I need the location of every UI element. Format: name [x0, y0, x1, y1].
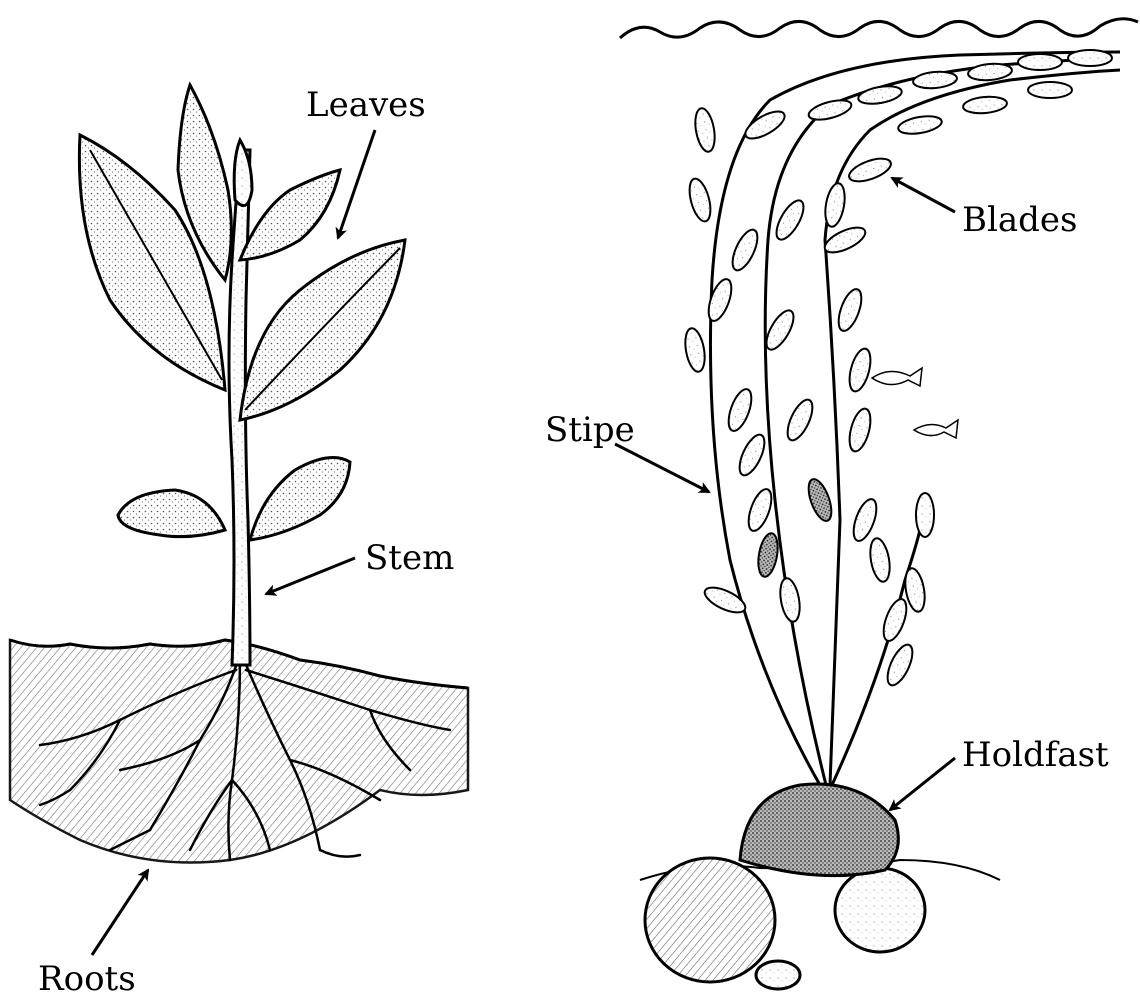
blades-drawing — [682, 50, 1112, 689]
label-leaves: Leaves — [306, 88, 426, 122]
rocks — [645, 858, 925, 989]
label-holdfast: Holdfast — [962, 738, 1109, 772]
label-stem: Stem — [365, 541, 454, 575]
land-plant — [10, 85, 468, 863]
label-blades: Blades — [962, 203, 1077, 237]
stipes — [710, 52, 1120, 785]
label-roots: Roots — [38, 962, 136, 996]
holdfast-drawing — [740, 784, 898, 876]
arrow-roots — [92, 870, 148, 955]
arrow-leaves — [338, 130, 375, 238]
arrow-stipe — [615, 444, 709, 492]
arrow-holdfast — [890, 758, 955, 810]
arrow-blades — [892, 178, 955, 212]
fish — [872, 368, 958, 438]
water-surface — [620, 19, 1138, 38]
label-stipe: Stipe — [545, 413, 635, 447]
arrow-stem — [266, 558, 355, 594]
kelp — [620, 19, 1138, 989]
